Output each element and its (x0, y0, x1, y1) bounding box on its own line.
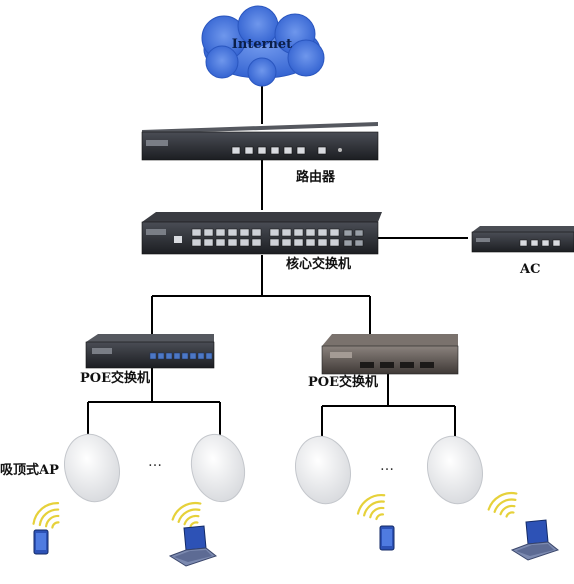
switch-port (317, 228, 328, 237)
core-switch-ports (191, 228, 340, 247)
router-brand-badge (146, 140, 168, 146)
poe-switch-right-label: POE交换机 (308, 374, 378, 390)
internet-cloud: Internet (201, 5, 325, 87)
switch-port (191, 238, 202, 247)
cloud-icon (201, 5, 325, 87)
client-devices (33, 519, 560, 567)
switch-port (281, 238, 292, 247)
ap-group-label: 吸顶式AP (0, 462, 59, 478)
wifi-icon (487, 491, 518, 518)
switch-port (305, 238, 316, 247)
ap-icon (64, 433, 120, 503)
ap-group: 吸顶式AP … … (0, 433, 483, 505)
switch-port (293, 238, 304, 247)
switch-port (293, 228, 304, 237)
poe-switch-left-label: POE交换机 (80, 370, 150, 386)
ceiling-ap-1 (64, 433, 120, 503)
switch-port (329, 238, 340, 247)
switch-port (191, 228, 202, 237)
switch-port (305, 228, 316, 237)
router-label: 路由器 (296, 169, 336, 185)
wifi-icon (171, 501, 202, 528)
switch-port (269, 238, 280, 247)
switch-port (203, 238, 214, 247)
ap-icon (427, 435, 483, 505)
laptop-icon (168, 525, 218, 567)
ap-icon (295, 435, 351, 505)
ac-label: AC (519, 262, 540, 277)
core-switch-label: 核心交换机 (286, 256, 351, 272)
poe-switch-left: POE交换机 (80, 334, 215, 386)
switch-port (215, 228, 226, 237)
switch-port (227, 238, 238, 247)
ellipsis-left: … (148, 454, 162, 470)
switch-port (317, 238, 328, 247)
switch-port (269, 228, 280, 237)
wifi-signals (32, 491, 518, 529)
poe-switch-right: POE交换机 (308, 334, 459, 390)
switch-port (239, 228, 250, 237)
wifi-icon (32, 502, 60, 529)
core-switch-device: 核心交换机 (141, 212, 382, 272)
ap-icon (190, 433, 246, 503)
cloud-label: Internet (232, 37, 292, 52)
wifi-icon (356, 494, 386, 521)
switch-port (239, 238, 250, 247)
ceiling-ap-3 (295, 435, 351, 505)
ceiling-ap-4 (427, 435, 483, 505)
tablet-icon (379, 525, 395, 551)
ceiling-ap-2 (190, 433, 246, 503)
switch-port (251, 228, 262, 237)
switch-port (203, 228, 214, 237)
switch-port (329, 228, 340, 237)
ellipsis-right: … (380, 458, 394, 474)
ac-device: AC (471, 226, 574, 277)
switch-port (281, 228, 292, 237)
switch-port (215, 238, 226, 247)
tablet-icon (33, 529, 49, 555)
router-device: 路由器 (141, 122, 379, 185)
switch-port (227, 228, 238, 237)
laptop-icon (510, 519, 560, 561)
switch-port (251, 238, 262, 247)
